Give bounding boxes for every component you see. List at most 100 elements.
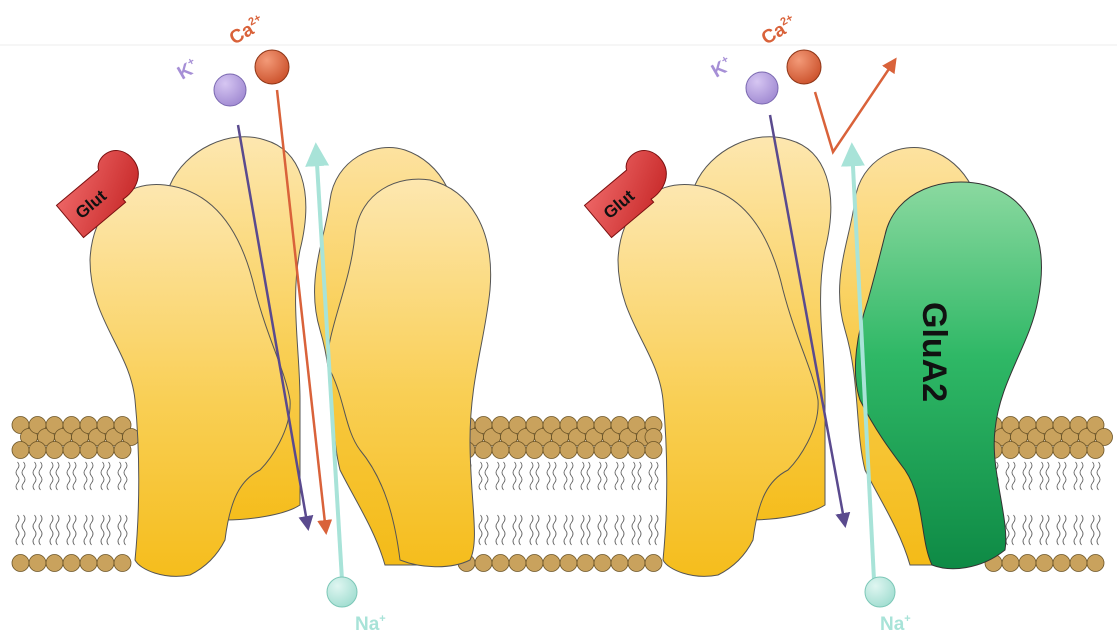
lipid-tail xyxy=(621,515,624,545)
lipid-tail xyxy=(73,515,76,545)
left-calcium-label: Ca2+ xyxy=(226,12,269,49)
lipid-head xyxy=(594,442,611,459)
lipid-tail xyxy=(638,515,641,545)
lipid-head xyxy=(1019,555,1036,572)
lipid-head xyxy=(114,442,131,459)
lipid-tail xyxy=(1091,515,1094,545)
lipid-tail xyxy=(564,515,567,545)
lipid-tail xyxy=(101,462,104,490)
lipid-head xyxy=(645,555,662,572)
lipid-tail xyxy=(1080,462,1083,490)
lipid-head xyxy=(645,442,662,459)
lipid-head xyxy=(560,555,577,572)
lipid-head xyxy=(594,555,611,572)
lipid-tail xyxy=(649,515,652,545)
lipid-head xyxy=(1070,442,1087,459)
lipid-tail xyxy=(1074,462,1077,490)
lipid-tail xyxy=(581,515,584,545)
lipid-tail xyxy=(124,515,127,545)
lipid-tail xyxy=(587,515,590,545)
lipid-head xyxy=(577,442,594,459)
right-calcium-label: Ca2+ xyxy=(758,12,801,49)
lipid-tail xyxy=(1040,515,1043,545)
lipid-tail xyxy=(56,462,59,490)
lipid-head xyxy=(1002,442,1019,459)
lipid-tail xyxy=(519,515,522,545)
lipid-tail xyxy=(502,515,505,545)
lipid-tail xyxy=(496,515,499,545)
lipid-head xyxy=(1087,555,1104,572)
lipid-tail xyxy=(485,462,488,490)
lipid-head xyxy=(492,442,509,459)
lipid-tail xyxy=(479,462,482,490)
lipid-tail xyxy=(536,515,539,545)
lipid-head xyxy=(1070,555,1087,572)
lipid-tail xyxy=(536,462,539,490)
lipid-tail xyxy=(502,462,505,490)
lipid-tail xyxy=(50,515,53,545)
lipid-head xyxy=(97,555,114,572)
lipid-head xyxy=(543,555,560,572)
lipid-tail xyxy=(39,462,42,490)
lipid-tail xyxy=(1012,462,1015,490)
lipid-tail xyxy=(107,462,110,490)
lipid-tail xyxy=(1023,515,1026,545)
lipid-tail xyxy=(649,462,652,490)
lipid-tail xyxy=(1097,462,1100,490)
right-potassium-label: K+ xyxy=(708,53,736,82)
lipid-tail xyxy=(632,515,635,545)
lipid-head xyxy=(1053,442,1070,459)
lipid-head xyxy=(509,442,526,459)
lipid-head xyxy=(80,442,97,459)
lipid-tail xyxy=(519,462,522,490)
lipid-tail xyxy=(1074,515,1077,545)
lipid-tail xyxy=(1097,515,1100,545)
lipid-head xyxy=(1087,442,1104,459)
lipid-tail xyxy=(553,515,556,545)
lipid-tail xyxy=(84,515,87,545)
lipid-head xyxy=(29,442,46,459)
lipid-tail xyxy=(33,462,36,490)
left-sodium-label: Na+ xyxy=(355,613,386,634)
lipid-head xyxy=(46,555,63,572)
lipid-head xyxy=(1053,555,1070,572)
lipid-head xyxy=(1036,442,1053,459)
lipid-tail xyxy=(22,462,25,490)
lipid-head xyxy=(46,442,63,459)
lipid-head xyxy=(97,442,114,459)
lipid-head xyxy=(80,555,97,572)
lipid-tail xyxy=(16,515,19,545)
lipid-tail xyxy=(16,462,19,490)
lipid-head xyxy=(543,442,560,459)
lipid-tail xyxy=(496,462,499,490)
right-sodium-label: Na+ xyxy=(880,613,911,634)
lipid-tail xyxy=(101,515,104,545)
left-potassium-label: K+ xyxy=(174,55,202,84)
left-potassium-ion xyxy=(214,74,246,106)
lipid-tail xyxy=(655,462,658,490)
lipid-tail xyxy=(485,515,488,545)
lipid-tail xyxy=(90,515,93,545)
lipid-head xyxy=(1002,555,1019,572)
left-receptor: Glut K+ Ca2+ Na+ xyxy=(51,12,490,634)
gluA2-label: GluA2 xyxy=(915,302,953,402)
lipid-tail xyxy=(598,515,601,545)
lipid-head xyxy=(492,555,509,572)
lipid-tail xyxy=(570,462,573,490)
lipid-tail xyxy=(581,462,584,490)
lipid-tail xyxy=(1091,462,1094,490)
lipid-tail xyxy=(547,515,550,545)
lipid-tail xyxy=(615,515,618,545)
lipid-tail xyxy=(67,515,70,545)
lipid-head xyxy=(114,555,131,572)
right-calcium-blocked-arrow xyxy=(815,60,895,152)
lipid-head xyxy=(1019,442,1036,459)
lipid-tail xyxy=(564,462,567,490)
lipid-tail xyxy=(655,515,658,545)
lipid-head xyxy=(526,555,543,572)
lipid-tail xyxy=(530,515,533,545)
lipid-tail xyxy=(1057,515,1060,545)
lipid-tail xyxy=(598,462,601,490)
lipid-tail xyxy=(632,462,635,490)
